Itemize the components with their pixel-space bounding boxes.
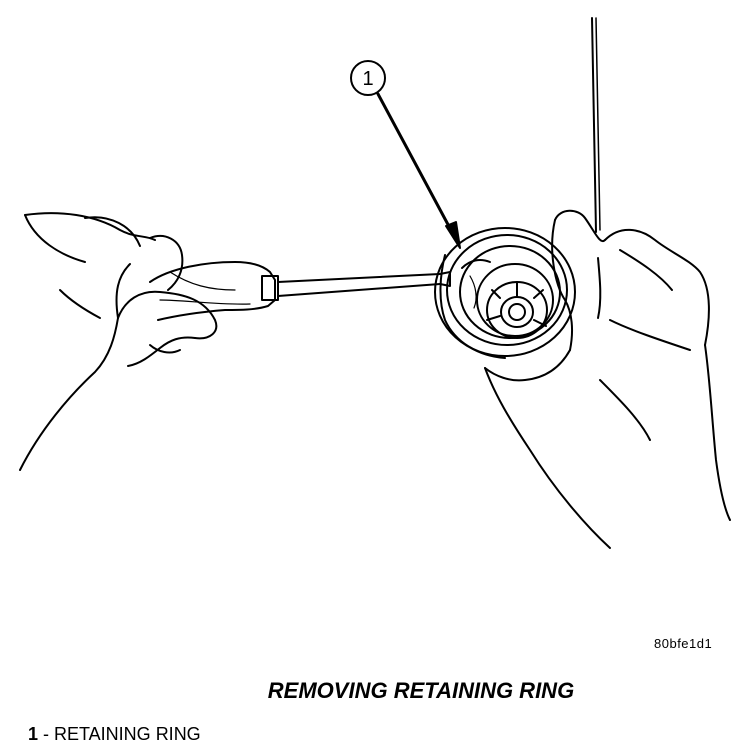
- legend-separator: -: [38, 724, 55, 744]
- callout-1: [350, 60, 461, 249]
- illustration: 1: [19, 17, 731, 549]
- callout-number: 1: [362, 68, 373, 90]
- figure-caption: REMOVING RETAINING RING: [267, 678, 575, 703]
- legend-number: 1: [28, 724, 39, 744]
- legend-label: RETAINING RING: [54, 724, 201, 744]
- retaining-ring-assembly: [434, 227, 576, 359]
- left-hand: [19, 212, 218, 471]
- legend-item: 1 - RETAINING RING: [28, 724, 201, 745]
- right-hand: [484, 209, 731, 549]
- figure-reference-code: 80bfe1d1: [654, 636, 713, 651]
- wire: [591, 17, 597, 233]
- screwdriver: [149, 261, 451, 321]
